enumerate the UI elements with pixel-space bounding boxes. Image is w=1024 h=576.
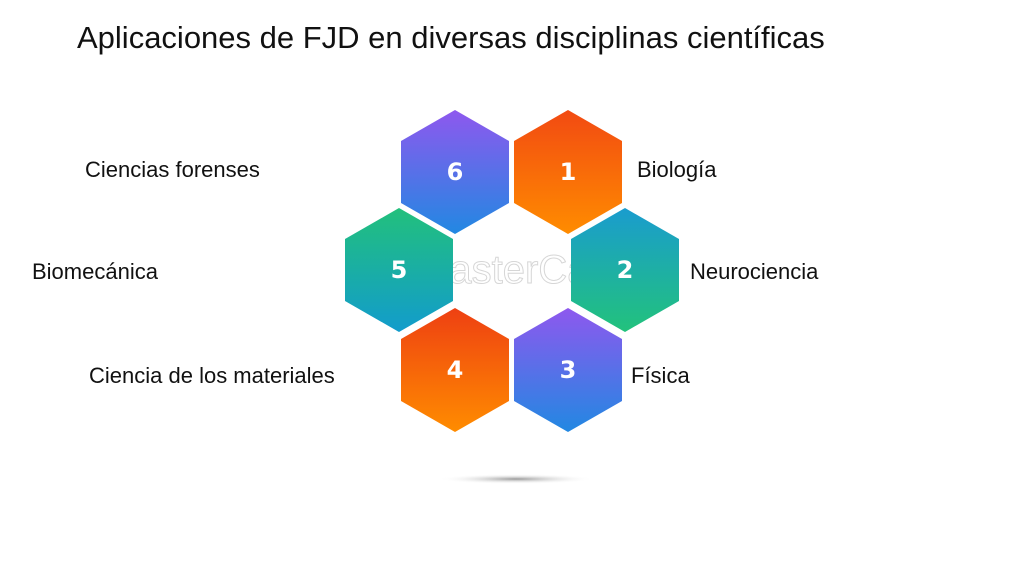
hexagon-2: 2 [571,208,679,332]
hexagon-3: 3 [514,308,622,432]
hexagon-shape [401,308,509,432]
hexagon-number: 3 [560,356,577,384]
hexagon-6: 6 [401,110,509,234]
hexagon-shape [514,308,622,432]
hexagon-number: 2 [617,256,634,284]
hexagon-shape [345,208,453,332]
hexagon-shape [571,208,679,332]
label-ciencias-forenses: Ciencias forenses [85,157,260,182]
base-shadow [438,474,594,484]
hexagon-1: 1 [514,110,622,234]
hexagon-shape [514,110,622,234]
label-biologia: Biología [637,157,717,182]
hexagon-4: 4 [401,308,509,432]
label-ciencia-materiales: Ciencia de los materiales [89,363,335,388]
label-biomecanica: Biomecánica [32,259,158,284]
hexagon-number: 5 [391,256,408,284]
hexagon-number: 6 [447,158,464,186]
label-neurociencia: Neurociencia [690,259,819,284]
hexagon-shape [401,110,509,234]
hexagon-5: 5 [345,208,453,332]
hexagon-number: 4 [447,356,464,384]
diagram-title: Aplicaciones de FJD en diversas discipli… [77,20,825,55]
label-fisica: Física [631,363,690,388]
hexagon-number: 1 [560,158,577,186]
